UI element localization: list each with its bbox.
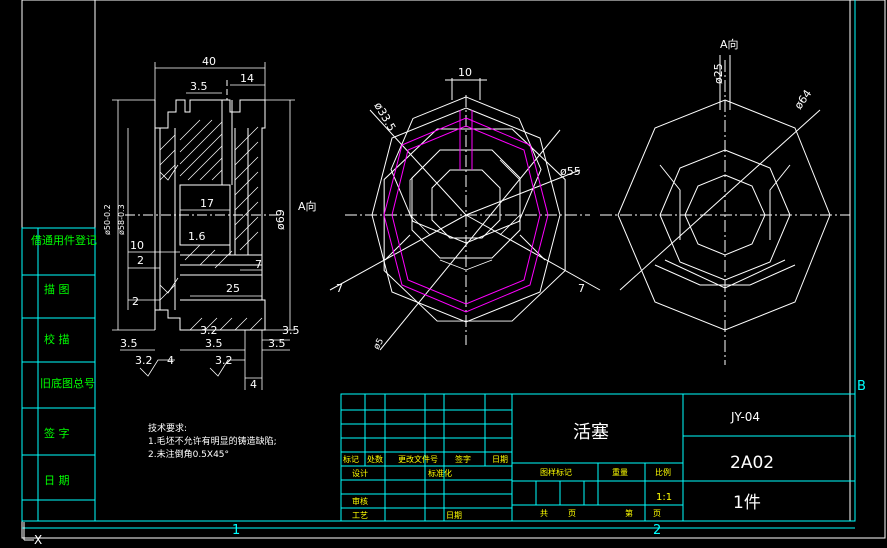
side-label-4: 旧底图总号 [40, 376, 95, 390]
quantity: 1件 [733, 493, 761, 513]
svg-text:4: 4 [167, 354, 174, 367]
svg-text:标准化: 标准化 [428, 468, 452, 478]
svg-text:40: 40 [202, 55, 216, 68]
ucs-icon: X [23, 522, 42, 547]
front-view-center [329, 78, 601, 351]
notes-line1: 1.毛坯不允许有明显的铸造缺陷; [148, 435, 277, 447]
svg-text:工艺: 工艺 [352, 511, 368, 520]
part-number: 2A02 [730, 453, 774, 473]
svg-text:2: 2 [132, 295, 139, 308]
svg-text:A向: A向 [298, 199, 317, 213]
svg-text:2: 2 [137, 254, 144, 267]
svg-text:日期: 日期 [446, 511, 462, 520]
svg-text:签字: 签字 [455, 454, 471, 464]
phi33-5-label: ø33.5 [371, 100, 398, 134]
svg-text:1.6: 1.6 [188, 230, 206, 243]
title-block-main: 活塞 JY-04 2A02 1件 1:1 [573, 410, 774, 513]
svg-text:共: 共 [540, 509, 548, 518]
svg-text:页: 页 [568, 509, 576, 518]
svg-text:3.5: 3.5 [268, 337, 286, 350]
section-dim-text: 40 3.5 14 17 10 1.6 2 7 25 2 3.5 3.5 3.5… [103, 55, 317, 391]
svg-text:4: 4 [250, 378, 257, 391]
svg-text:17: 17 [200, 197, 214, 210]
svg-text:7: 7 [336, 282, 343, 295]
svg-text:3.5: 3.5 [205, 337, 223, 350]
svg-text:比例: 比例 [655, 467, 671, 477]
part-name: 活塞 [573, 422, 609, 443]
svg-text:3.5: 3.5 [190, 80, 208, 93]
scale-value: 1:1 [656, 492, 672, 503]
notes-line2: 2.未注倒角0.5X45° [148, 448, 229, 460]
title-block-text: 标记 处数 更改文件号 签字 日期 设计 标准化 审核 工艺 日期 图样标记 重… [343, 454, 671, 520]
title-block [340, 393, 856, 522]
svg-text:14: 14 [240, 72, 254, 85]
svg-text:处数: 处数 [367, 454, 383, 464]
ucs-x-label: X [34, 533, 42, 547]
svg-text:更改文件号: 更改文件号 [398, 454, 438, 464]
phi25-label: ø25 [712, 63, 725, 84]
svg-text:重量: 重量 [612, 467, 628, 477]
svg-text:25: 25 [226, 282, 240, 295]
svg-text:第: 第 [625, 508, 633, 518]
side-label-3: 校 描 [44, 332, 70, 346]
svg-text:3.2: 3.2 [215, 354, 233, 367]
svg-text:审核: 审核 [352, 496, 368, 506]
svg-text:10: 10 [458, 66, 472, 79]
svg-text:7: 7 [255, 258, 262, 271]
section-view [125, 80, 285, 331]
left-dia1-label: ø50-0.2 [103, 204, 112, 235]
zone-1-label: 1 [232, 523, 240, 538]
svg-text:图样标记: 图样标记 [540, 467, 572, 477]
svg-text:A向: A向 [720, 37, 739, 51]
technical-notes: 技术要求: 1.毛坯不允许有明显的铸造缺陷; 2.未注倒角0.5X45° [148, 422, 277, 460]
zone-b-label: B [857, 379, 866, 394]
side-label-6: 日 期 [44, 474, 70, 487]
svg-text:7: 7 [578, 282, 585, 295]
svg-text:设计: 设计 [352, 468, 368, 478]
side-label-2: 描 图 [44, 282, 70, 296]
svg-text:10: 10 [130, 239, 144, 252]
svg-text:3.5: 3.5 [120, 337, 138, 350]
svg-text:标记: 标记 [343, 454, 359, 464]
svg-text:3.2: 3.2 [200, 324, 218, 337]
notes-title: 技术要求: [148, 422, 187, 434]
phi69-label: ø69 [274, 209, 287, 230]
a-view-right [600, 55, 850, 365]
side-block: 借通用件登记 描 图 校 描 旧底图总号 签 字 日 期 [22, 228, 97, 521]
svg-text:页: 页 [653, 509, 661, 518]
zone-2-label: 2 [653, 523, 661, 538]
phi-small-label: ø5 [372, 337, 386, 352]
svg-text:3.2: 3.2 [135, 354, 153, 367]
a-view-dim-text: A向 ø25 ø64 [712, 37, 814, 112]
svg-text:3.5: 3.5 [282, 324, 300, 337]
svg-text:ø55: ø55 [560, 165, 581, 178]
left-dia2-label: ø58-0.3 [117, 204, 126, 235]
side-label-1: 借通用件登记 [31, 233, 97, 247]
svg-text:日期: 日期 [492, 455, 508, 464]
phi64-label: ø64 [792, 87, 815, 111]
drawing-code: JY-04 [730, 410, 760, 424]
side-label-5: 签 字 [44, 426, 70, 440]
section-dimensions [112, 62, 295, 390]
